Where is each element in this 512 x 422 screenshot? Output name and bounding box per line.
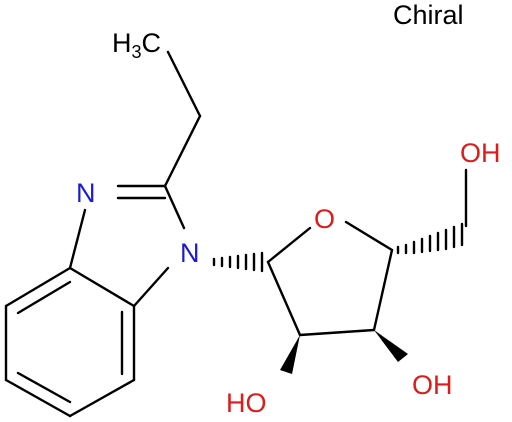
methyl-subscript: 3 [132, 42, 142, 62]
bond-c4-c3a [4, 266, 72, 308]
bond-c2-n1 [163, 184, 186, 230]
atom-oh-c2prime-label: HO [226, 388, 267, 418]
imidazole-ring [68, 184, 186, 308]
atom-oh-primary-label: OH [460, 138, 501, 168]
bond-c6-c5-inner [16, 371, 72, 404]
atom-n1-label: N [180, 238, 200, 268]
atom-o-ring-label: O [314, 204, 335, 234]
methyl-c: C [142, 28, 162, 58]
bond-c4-c3a-inner [16, 280, 72, 315]
bond-n1-c7a [132, 266, 170, 308]
bond-c3a-c7a [68, 266, 136, 308]
atom-n3-label: N [76, 178, 96, 208]
hashed-wedge-n1-c1prime [212, 251, 264, 273]
solid-wedge-c3prime-oh [374, 330, 408, 362]
ethyl-group [163, 50, 202, 188]
bond-c1prime-o [266, 226, 312, 264]
benzene-ring [4, 266, 136, 418]
furanose-ring [266, 220, 394, 337]
bond-c2prime-c1prime [266, 260, 302, 337]
solid-wedge-c2prime-oh [280, 335, 300, 374]
methyl-label: H3C [112, 28, 161, 62]
hashed-wedge-c4prime-c5prime [396, 222, 464, 255]
bond-o-c4prime [344, 220, 394, 252]
bond-c3a-n3 [68, 208, 87, 270]
methyl-h: H [112, 28, 132, 58]
chiral-flag: Chiral [393, 0, 464, 30]
bond-c2-ch2 [163, 114, 202, 188]
bond-c3prime-c2prime [298, 328, 376, 337]
bond-c6-c5 [4, 378, 72, 418]
atom-oh-c3prime-label: OH [412, 370, 453, 400]
bond-ch2-ch3 [166, 50, 202, 118]
bond-c4prime-c3prime [372, 248, 394, 332]
bond-c7-c6 [68, 378, 136, 418]
